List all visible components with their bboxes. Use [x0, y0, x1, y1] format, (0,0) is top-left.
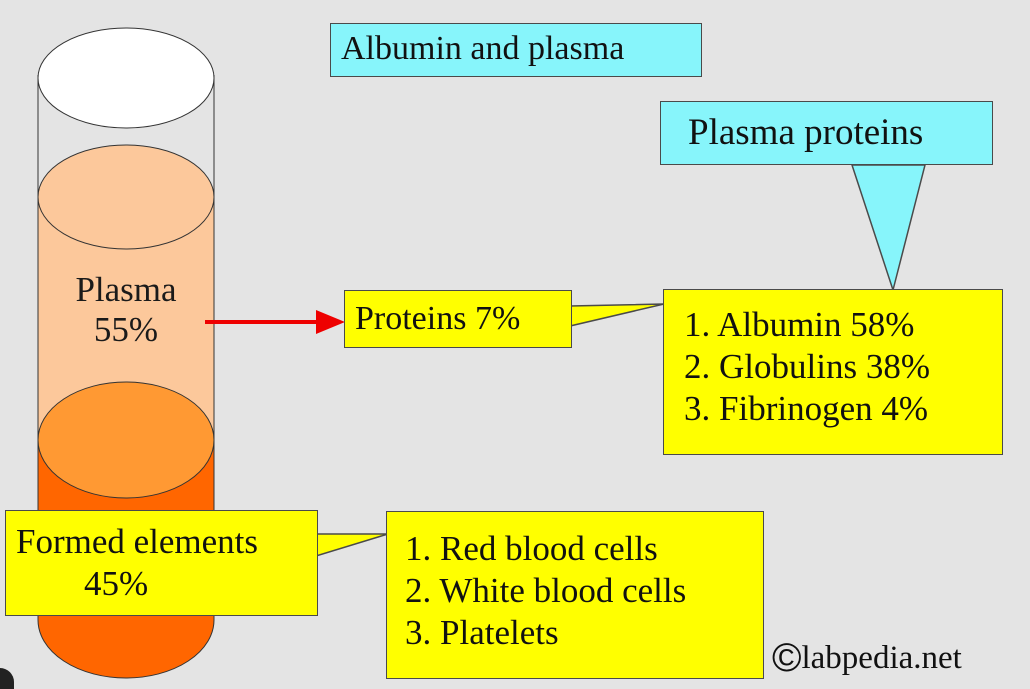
formed-elements-label: Formed elements: [16, 522, 259, 561]
plasma-label: Plasma: [75, 270, 177, 309]
test-tube: [37, 27, 215, 679]
formed-list-item: 1. Red blood cells: [405, 529, 658, 568]
formed-elements-pointer: [315, 533, 389, 558]
tube-opening: [37, 27, 215, 129]
credit-text: labpedia.net: [801, 640, 962, 676]
plasma-to-proteins-arrow: [205, 310, 345, 334]
corner-mark: [0, 668, 14, 689]
plasma-label-group: Plasma 55%: [38, 270, 214, 351]
plasma-percent: 55%: [93, 310, 159, 350]
tube-plasma-surface: [37, 144, 215, 250]
formed-elements-callout: Formed elements 45%: [5, 510, 318, 616]
protein-list-item: 2. Globulins 38%: [684, 347, 930, 386]
proteins-label: Proteins 7%: [355, 300, 521, 337]
protein-list-item: 3. Fibrinogen 4%: [684, 389, 929, 428]
protein-list-item: 1. Albumin 58%: [684, 305, 915, 344]
proteins-callout: Proteins 7%: [344, 290, 572, 348]
plasma-proteins-callout: Plasma proteins: [660, 101, 993, 165]
formed-elements-percent: 45%: [84, 564, 149, 603]
credit: ©labpedia.net: [772, 636, 962, 681]
copyright-icon: ©: [772, 636, 802, 680]
formed-list-box: 1. Red blood cells 2. White blood cells …: [386, 511, 764, 679]
tube-formed-surface: [37, 381, 215, 499]
formed-list-item: 2. White blood cells: [405, 571, 687, 610]
title-box: Albumin and plasma: [330, 23, 702, 77]
protein-list-box: 1. Albumin 58% 2. Globulins 38% 3. Fibri…: [663, 289, 1003, 455]
plasma-proteins-pointer: [850, 164, 926, 293]
formed-list-item: 3. Platelets: [405, 613, 559, 652]
proteins-pointer: [569, 303, 665, 327]
page-title: Albumin and plasma: [341, 30, 625, 67]
plasma-proteins-label: Plasma proteins: [688, 112, 924, 153]
